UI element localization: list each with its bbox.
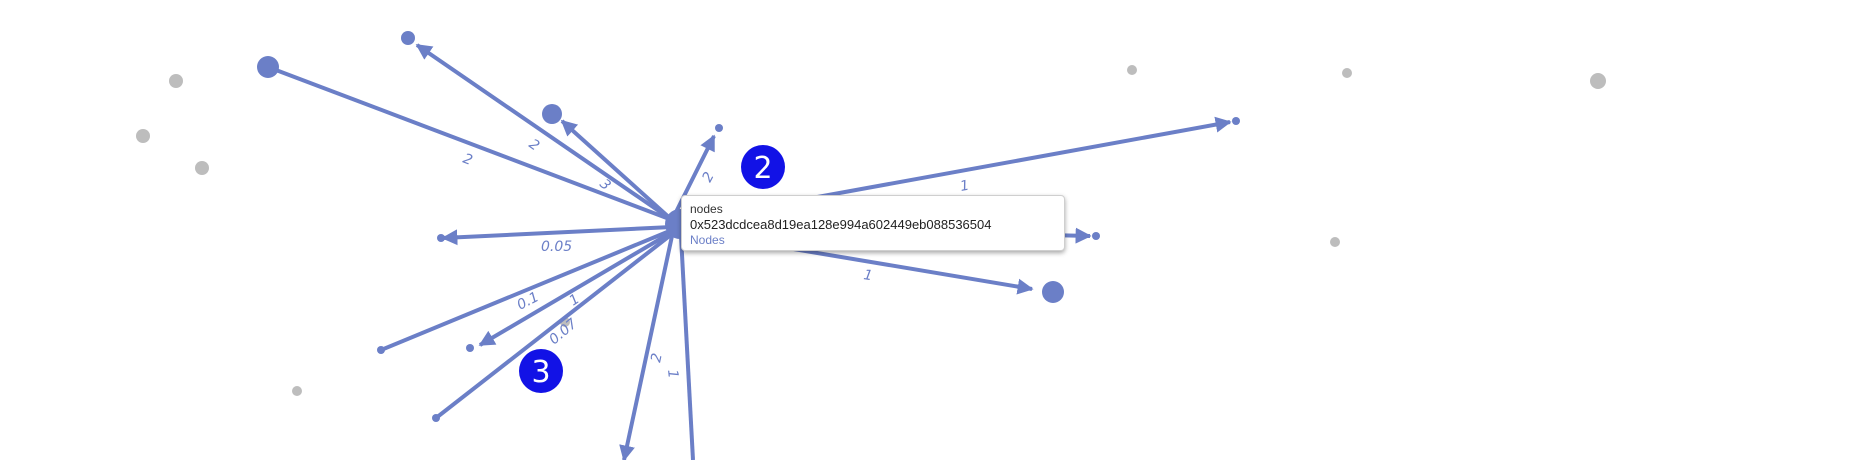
graph-node[interactable]	[292, 386, 302, 396]
tooltip-link[interactable]: Nodes	[690, 233, 725, 247]
graph-node[interactable]	[1330, 237, 1340, 247]
graph-edge[interactable]	[560, 119, 674, 222]
graph-edge[interactable]	[670, 134, 716, 221]
edge-label: 2	[526, 136, 543, 154]
graph-node[interactable]	[466, 344, 474, 352]
tooltip-title: nodes	[690, 202, 723, 216]
graph-node[interactable]	[1042, 281, 1064, 303]
badge-circle	[519, 349, 563, 393]
graph-edge[interactable]	[478, 230, 674, 347]
tooltip-node-id: 0x523dcdcea8d19ea128e994a602449eb0885365…	[690, 217, 992, 232]
edge-label: 1	[959, 178, 971, 195]
active-nodes	[257, 31, 1240, 422]
edge-label: 1	[862, 267, 873, 284]
graph-node[interactable]	[432, 414, 440, 422]
graph-edges	[267, 43, 1232, 460]
graph-edge[interactable]	[434, 232, 674, 420]
edge-label: 2	[461, 151, 475, 169]
inactive-nodes	[136, 65, 1606, 396]
edge-label: 0.07	[546, 316, 580, 348]
annotation-badge: 2	[741, 145, 785, 189]
edge-label: 2	[648, 352, 666, 364]
edge-label: 0.05	[541, 239, 572, 255]
graph-node[interactable]	[715, 124, 723, 132]
graph-edge[interactable]	[415, 43, 674, 222]
graph-node[interactable]	[1342, 68, 1352, 78]
node-tooltip: nodes 0x523dcdcea8d19ea128e994a602449eb0…	[681, 195, 1065, 251]
badge-number: 3	[531, 355, 550, 390]
edge-label: 2	[699, 169, 717, 184]
graph-node[interactable]	[1232, 117, 1240, 125]
graph-edge[interactable]	[380, 228, 673, 352]
graph-node[interactable]	[169, 74, 183, 88]
graph-node[interactable]	[1092, 232, 1100, 240]
edge-labels: 2 2 3 2 1 0.05 0.1 1 0.07 2 1 1	[461, 136, 971, 379]
graph-node[interactable]	[136, 129, 150, 143]
graph-edge[interactable]	[267, 65, 673, 222]
annotation-badge: 3	[519, 349, 563, 393]
graph-node[interactable]	[401, 31, 415, 45]
graph-node[interactable]	[377, 346, 385, 354]
badge-circle	[741, 145, 785, 189]
graph-edge[interactable]	[619, 235, 674, 460]
graph-edge[interactable]	[679, 235, 695, 460]
graph-node[interactable]	[1590, 73, 1606, 89]
graph-node[interactable]	[257, 56, 279, 78]
graph-node[interactable]	[437, 234, 445, 242]
graph-node[interactable]	[542, 104, 562, 124]
edge-label: 1	[664, 369, 681, 380]
graph-node[interactable]	[1127, 65, 1137, 75]
graph-edge[interactable]	[441, 225, 673, 246]
badge-number: 2	[753, 151, 772, 186]
graph-node[interactable]	[195, 161, 209, 175]
